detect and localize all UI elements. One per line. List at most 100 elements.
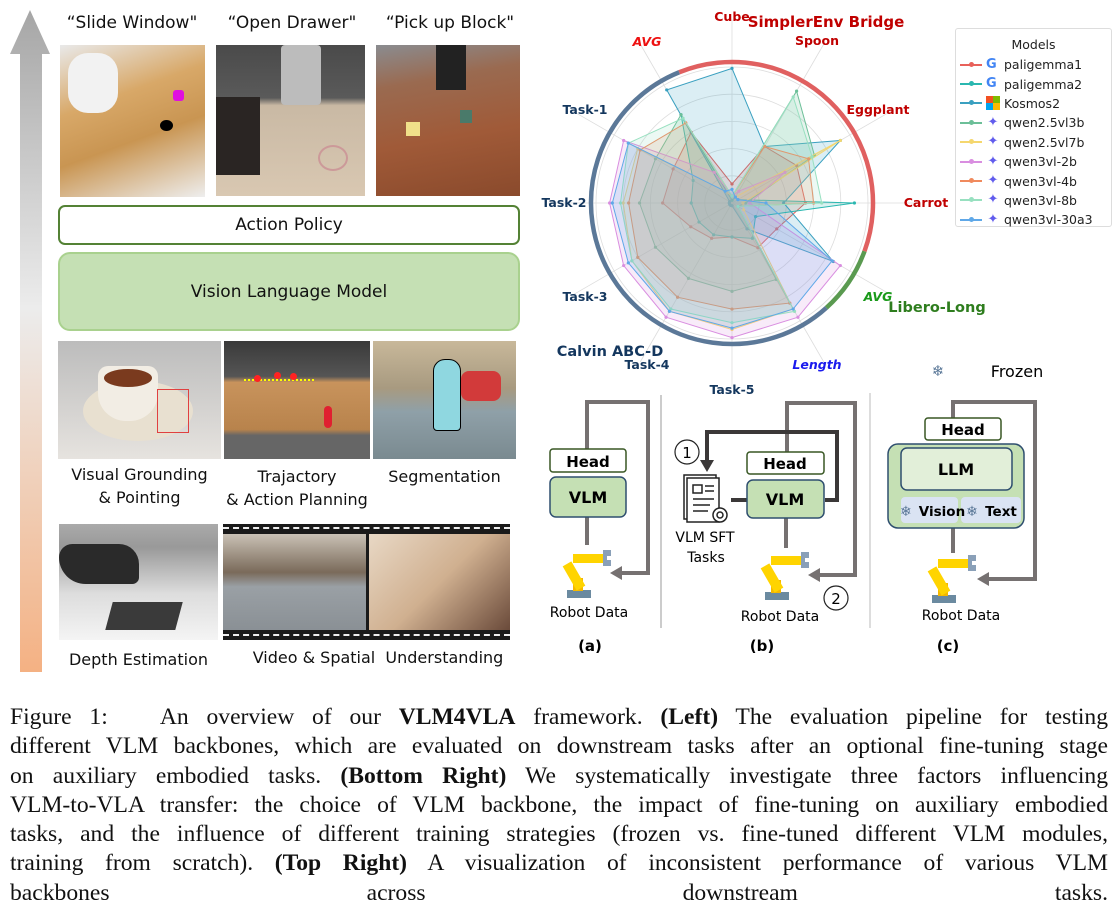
legend-label: qwen3vl-30a3 xyxy=(1004,212,1093,228)
vlm-label: VLM xyxy=(569,488,608,507)
radar-point xyxy=(681,116,685,120)
radar-point xyxy=(736,198,740,202)
caption-text: The evaluation pipeline for testing xyxy=(718,704,1108,730)
robot-data-label: Robot Data xyxy=(922,608,1000,624)
snowflake-icon: ❄ xyxy=(966,504,978,520)
robot-data-label: Robot Data xyxy=(550,605,628,621)
legend-label: qwen3vl-2b xyxy=(1004,154,1077,170)
radar-axis-label: Task-1 xyxy=(563,102,608,117)
google-icon: G xyxy=(986,76,997,92)
radar-group-label: SimplerEnv Bridge xyxy=(748,13,905,31)
vlm-box xyxy=(746,479,825,519)
caption-line: training from scratch). (Top Right) A vi… xyxy=(10,849,1108,878)
radar-chart xyxy=(548,19,916,387)
radar-point xyxy=(796,315,800,319)
radar-axis-label: Task-2 xyxy=(542,195,587,210)
radar-axis-label: Length xyxy=(792,357,841,372)
radar-point xyxy=(730,289,734,293)
radar-point xyxy=(830,259,834,263)
group-arc-calvin xyxy=(588,70,828,347)
step-1-label: 1 xyxy=(682,444,692,462)
capability-line: & Pointing xyxy=(98,488,181,507)
radar-point xyxy=(636,255,640,259)
text-label: Text xyxy=(985,504,1017,520)
legend-swatch xyxy=(960,139,982,145)
legend-label: qwen3vl-4b xyxy=(1004,173,1077,189)
legend-label: qwen3vl-8b xyxy=(1004,192,1077,208)
legend-item: ✦qwen2.5vl7b xyxy=(956,133,1111,152)
radar-point xyxy=(820,201,824,205)
radar-point xyxy=(679,113,683,117)
radar-point xyxy=(686,276,691,280)
radar-point xyxy=(753,215,758,219)
radar-point xyxy=(626,261,630,265)
qwen-icon: ✦ xyxy=(987,173,999,189)
radar-point xyxy=(838,138,842,143)
diagram-label-a: (a) xyxy=(578,637,602,655)
radar-axis-labels: CubeSpoonEggplantCarrotAVGLengthTask-5Ta… xyxy=(542,9,986,397)
radar-point xyxy=(689,225,693,229)
task-title-slide-window: “Slide Window" xyxy=(66,13,198,33)
radar-point xyxy=(630,259,634,263)
diagram-a: Head VLM Robot Data (a) xyxy=(549,400,650,655)
radar-point xyxy=(730,198,734,202)
qwen-icon: ✦ xyxy=(987,211,999,227)
radar-point xyxy=(730,66,734,70)
scaling-arrow xyxy=(10,10,50,672)
step-1-circle xyxy=(674,439,700,465)
task-title-open-drawer: “Open Drawer" xyxy=(227,13,357,33)
caption-text: Figure 1: An overview of our xyxy=(10,704,399,730)
radar-point xyxy=(838,263,842,268)
vlm-label: VLM xyxy=(766,490,805,509)
legend-title: Models xyxy=(1011,37,1056,52)
diagram-c: ❄ Frozen Head LLM ❄ Vision ❄ Text Robot … xyxy=(887,362,1043,655)
action-policy-label: Action Policy xyxy=(235,215,343,235)
caption-line: Figure 1: An overview of our VLM4VLA fra… xyxy=(10,703,1108,732)
capability-trajectory: Trajactory & Action Planning xyxy=(224,465,370,511)
caption-text: A visualization of inconsistent performa… xyxy=(407,850,1108,877)
capability-segmentation: Segmentation xyxy=(388,467,501,486)
radar-point xyxy=(783,170,787,174)
radar-point xyxy=(730,321,734,325)
caption-text: We systematically investigate three fact… xyxy=(506,762,1108,789)
radar-point xyxy=(730,182,734,186)
action-policy-box: Action Policy xyxy=(58,205,520,245)
head-box xyxy=(924,417,1002,441)
photo-visual-grounding xyxy=(58,341,221,459)
robot-data-label: Robot Data xyxy=(741,609,819,625)
caption-text: training from scratch). xyxy=(10,850,275,877)
radar-point xyxy=(736,204,740,208)
caption-text: backbones across downstream tasks. xyxy=(10,879,1108,906)
radar-point xyxy=(728,200,732,204)
radar-point xyxy=(712,170,716,174)
radar-point xyxy=(723,189,727,193)
frozen-legend-label: Frozen xyxy=(991,362,1043,381)
radar-point xyxy=(730,187,734,191)
radar-axis-label: Carrot xyxy=(904,195,949,210)
caption-text: on auxiliary embodied tasks. xyxy=(10,762,341,789)
vlm-box xyxy=(549,476,627,518)
head-box xyxy=(746,451,825,475)
radar-axis-line xyxy=(572,110,733,204)
radar-and-diagrams: CubeSpoonEggplantCarrotAVGLengthTask-5Ta… xyxy=(542,9,1044,655)
qwen-icon: ✦ xyxy=(987,153,999,169)
radar-point xyxy=(730,336,734,340)
legend-label: paligemma1 xyxy=(1004,57,1083,73)
radar-point xyxy=(608,201,612,205)
capability-line: & Action Planning xyxy=(226,490,368,509)
robot-arm-icon xyxy=(927,555,976,603)
legend-swatch xyxy=(960,197,982,203)
radar-axis-label: AVG xyxy=(863,289,893,304)
radar-point xyxy=(730,194,734,198)
capability-video-spatial: Video & Spatial Understanding xyxy=(252,648,504,667)
diagram-label-b: (b) xyxy=(750,637,774,655)
diagram-label-c: (c) xyxy=(937,637,960,655)
radar-point xyxy=(730,307,734,311)
radar-axis-label: Task-4 xyxy=(625,357,670,372)
photo-trajectory-planning xyxy=(224,341,370,459)
legend-swatch xyxy=(960,216,982,222)
radar-point xyxy=(689,201,693,205)
